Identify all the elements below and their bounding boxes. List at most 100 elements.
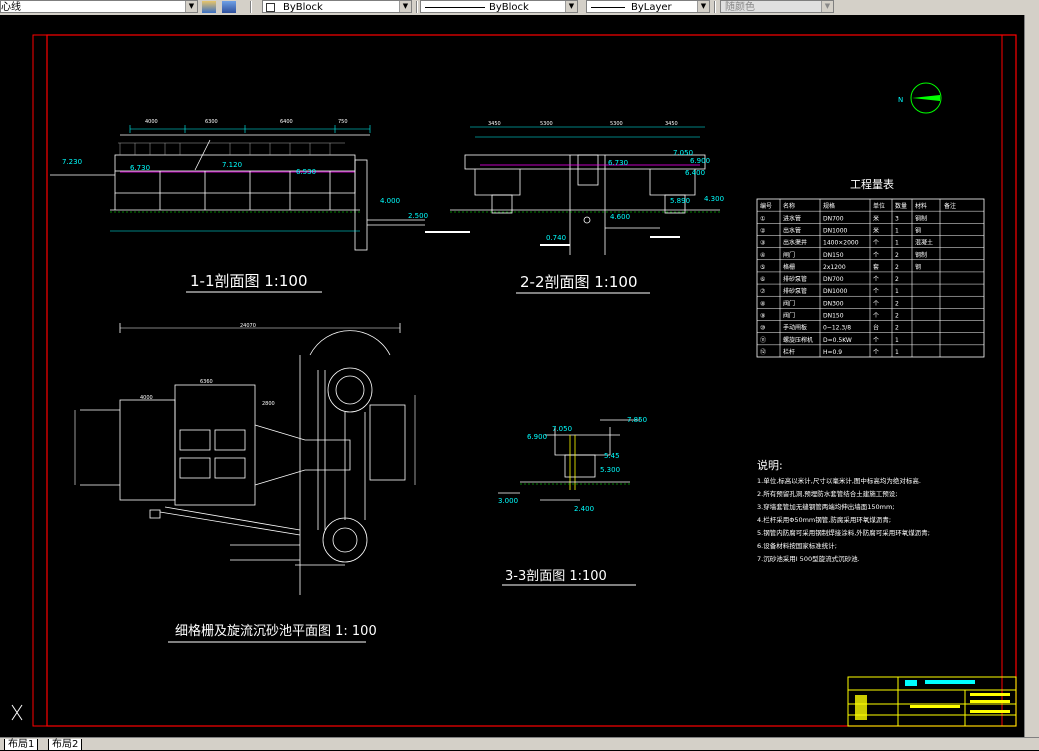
table-cell: 个 (873, 252, 879, 259)
elevation-label: 6.900 (527, 433, 547, 441)
section-2-2-labels: 6.730 7.050 6.900 6.400 4.300 4.600 0.74… (488, 121, 724, 291)
table-cell: 排砂泵管 (783, 275, 807, 283)
layer-previous-icon[interactable] (222, 1, 236, 13)
table-cell: 钢 (915, 263, 921, 271)
table-cell: DN1000 (823, 288, 848, 295)
section-3-3-title: 3-3剖面图 1:100 (505, 569, 607, 584)
dimension-label: 6360 (200, 379, 213, 385)
elevation-label: 0.740 (546, 234, 566, 242)
chevron-down-icon[interactable]: ▼ (565, 1, 577, 12)
elevation-label: 7.850 (627, 416, 647, 424)
dimension-label: 5300 (540, 121, 553, 127)
chevron-down-icon[interactable]: ▼ (185, 1, 197, 12)
elevation-label: 6.730 (608, 159, 628, 167)
table-cell: ⑪ (760, 336, 766, 344)
table-cell: 台 (873, 324, 879, 332)
section-3-3 (498, 419, 640, 501)
tab-layout1[interactable]: 布局1 (4, 739, 39, 751)
note-item: 2.所有预留孔洞,预埋防水套管结合土建施工预设; (757, 489, 897, 498)
section-1-1 (50, 125, 470, 251)
table-cell: 阀门 (783, 312, 795, 320)
make-layer-current-icon[interactable] (202, 1, 216, 13)
table-cell: 个 (873, 349, 879, 356)
note-item: 1.单位,标高以米计,尺寸以毫米计,图中标高均为绝对标高. (757, 476, 921, 485)
elevation-label: 7.230 (62, 158, 82, 166)
table-cell: 手动闸板 (783, 324, 807, 332)
color-swatch-icon (266, 3, 275, 12)
table-cell: 出水渠井 (783, 239, 807, 247)
elevation-label: 3.000 (498, 497, 518, 505)
dimension-label: 6300 (205, 119, 218, 125)
chevron-down-icon[interactable]: ▼ (821, 1, 833, 12)
table-header-cell: 编号 (760, 202, 772, 210)
chevron-down-icon[interactable]: ▼ (399, 1, 411, 12)
table-cell: 螺旋压榨机 (783, 336, 813, 344)
table-cell: 混凝土 (915, 239, 933, 247)
elevation-label: 2.500 (408, 212, 428, 220)
table-cell: 个 (873, 276, 879, 283)
lineweight-dropdown[interactable]: ByLayer ▼ (586, 0, 710, 13)
notes: 说明: 1.单位,标高以米计,尺寸以毫米计,图中标高均为绝对标高. 2.所有预留… (757, 458, 930, 563)
elevation-label: 4.300 (704, 195, 724, 203)
table-cell: 格栅 (783, 263, 795, 271)
note-item: 4.栏杆采用Φ50mm钢管,防腐采用环氧煤沥青; (757, 515, 891, 524)
section-2-2-title: 2-2剖面图 1:100 (520, 273, 638, 291)
elevation-label: 4.000 (380, 197, 400, 205)
properties-toolbar: 心线 ▼ ByBlock ▼ ByBlock ▼ ByLayer ▼ 随颜色 ▼ (0, 0, 1039, 16)
table-cell: ⑩ (760, 325, 765, 332)
table-cell: ⑦ (760, 288, 766, 295)
table-cell: 0~12.3/8 (823, 325, 851, 332)
table-cell: 套 (873, 263, 879, 271)
plan-view-labels: 24070 6360 4000 2800 细格栅及旋流沉砂池平面图 1: 100 (140, 323, 377, 639)
elevation-label: 6.730 (130, 164, 150, 172)
table-cell: H=0.9 (823, 349, 842, 356)
table-cell: 1 (895, 227, 899, 234)
plan-view (74, 323, 416, 595)
table-cell: 1 (895, 240, 899, 247)
elevation-label: 5.45 (604, 452, 620, 460)
vertical-scrollbar[interactable] (1024, 15, 1039, 737)
tab-layout2[interactable]: 布局2 (48, 739, 83, 751)
dimension-label: 5300 (610, 121, 623, 127)
color-value: ByBlock (283, 2, 323, 13)
table-cell: 3 (895, 215, 899, 222)
table-cell: 1 (895, 288, 899, 295)
dimension-label: 750 (338, 119, 348, 125)
north-arrow: N (898, 82, 942, 114)
table-cell: ① (760, 215, 765, 222)
elevation-label: 4.600 (610, 213, 630, 221)
table-cell: ⑨ (760, 313, 765, 320)
note-item: 3.穿墙套管加无缝钢管两端均伸出墙面150mm; (757, 502, 894, 511)
table-cell: ⑫ (760, 348, 766, 356)
dimension-label: 4000 (140, 395, 153, 401)
table-cell: 2 (895, 252, 899, 259)
dimension-label: 24070 (240, 323, 256, 329)
drawing-border (46, 34, 1017, 727)
elevation-label: 6.900 (690, 157, 710, 165)
table-cell: DN700 (823, 215, 844, 222)
notes-title: 说明: (757, 458, 783, 472)
table-cell: DN1000 (823, 227, 848, 234)
table-cell: ④ (760, 252, 765, 259)
drawing-canvas[interactable]: 7.230 6.730 7.120 6.530 4.000 2.500 4000… (0, 15, 1024, 737)
linetype-dropdown[interactable]: ByBlock ▼ (420, 0, 578, 13)
table-cell: 阀门 (783, 299, 795, 307)
table-cell: ⑤ (760, 264, 765, 271)
table-cell: 个 (873, 337, 879, 344)
section-2-2 (450, 126, 720, 255)
layer-dropdown[interactable]: 心线 ▼ (0, 0, 198, 13)
chevron-down-icon[interactable]: ▼ (697, 1, 709, 12)
table-header-cell: 数量 (895, 202, 907, 210)
table-cell: D=0.5KW (823, 337, 852, 344)
plotstyle-dropdown[interactable]: 随颜色 ▼ (720, 0, 834, 13)
section-1-1-labels: 7.230 6.730 7.120 6.530 4.000 2.500 4000… (62, 119, 428, 290)
lineweight-preview (591, 7, 625, 8)
table-title: 工程量表 (850, 177, 894, 191)
table-cell: 个 (873, 288, 879, 295)
color-dropdown[interactable]: ByBlock ▼ (262, 0, 412, 13)
layout-tab-bar: 布局1 布局2 (0, 737, 1039, 751)
elevation-label: 7.120 (222, 161, 242, 169)
outer-frame (32, 34, 1003, 727)
table-cell: 个 (873, 313, 879, 320)
